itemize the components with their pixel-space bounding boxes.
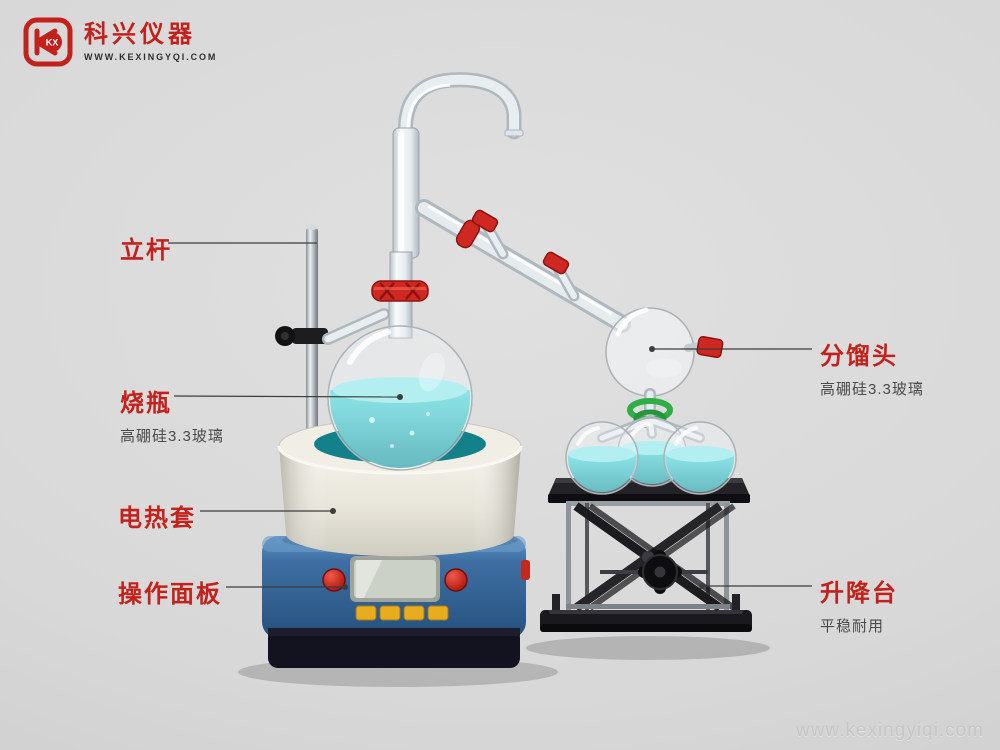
leader-line-flask (173, 395, 401, 398)
power-switch (521, 560, 530, 580)
leader-dot (330, 508, 336, 514)
receiver-head (597, 307, 724, 443)
callout-heating-mantle: 电热套 (118, 498, 196, 533)
receiver-flask (663, 421, 737, 495)
leader-lines (168, 242, 812, 590)
port-stub-2 (542, 251, 580, 302)
red-screw-cap (471, 209, 499, 233)
callout-title: 立杆 (120, 237, 172, 264)
distillation-column (392, 127, 420, 259)
lab-jack (540, 478, 752, 632)
callout-support-rod: 立杆 (120, 230, 172, 265)
callout-flask: 烧瓶 高硼硅3.3玻璃 (120, 383, 224, 446)
callout-title: 电热套 (118, 505, 196, 532)
leader-dot (397, 394, 403, 400)
jack-knob (638, 550, 682, 594)
stirrer-base (262, 529, 530, 668)
knob-left (322, 568, 346, 592)
red-screw-cap (696, 335, 724, 359)
callout-subtitle: 高硼硅3.3玻璃 (820, 381, 924, 398)
glassware-train (371, 72, 631, 339)
panel-buttons (355, 605, 449, 621)
control-display (350, 556, 440, 602)
port-stub-1 (471, 209, 509, 260)
callout-title: 升降台 (820, 580, 898, 607)
callout-subtitle: 高硼硅3.3玻璃 (120, 428, 224, 445)
receiver-flasks (565, 417, 737, 495)
callout-subtitle: 平稳耐用 (820, 618, 885, 635)
leader-dot (342, 584, 348, 590)
callout-title: 操作面板 (118, 581, 222, 608)
kx-logo-icon: KX (23, 17, 73, 67)
brand-name: 科兴仪器 (84, 21, 196, 49)
hook-tube (397, 72, 524, 148)
red-screw-cap (542, 251, 570, 275)
callout-title: 分馏头 (820, 343, 898, 370)
brand-logo: KX 科兴仪器 WWW.KEXINGYQI.COM (22, 16, 217, 68)
leader-dot (649, 346, 655, 352)
knob-right (444, 568, 468, 592)
keck-clamp-red (371, 280, 429, 302)
logo-monogram: KX (46, 38, 59, 48)
callout-fractionating-head: 分馏头 高硼硅3.3玻璃 (820, 336, 924, 399)
boss-clamp (275, 308, 390, 346)
brand-website: WWW.KEXINGYQI.COM (84, 51, 218, 62)
leader-dot (699, 583, 705, 589)
watermark-url: www.kexingyiqi.com (796, 720, 984, 741)
callout-control-panel: 操作面板 (118, 574, 222, 609)
heating-mantle-and-flask (277, 325, 523, 557)
callout-title: 烧瓶 (120, 390, 172, 417)
receiver-flask (565, 421, 639, 495)
side-arm (415, 199, 631, 333)
callout-lifting-platform: 升降台 平稳耐用 (820, 573, 898, 636)
